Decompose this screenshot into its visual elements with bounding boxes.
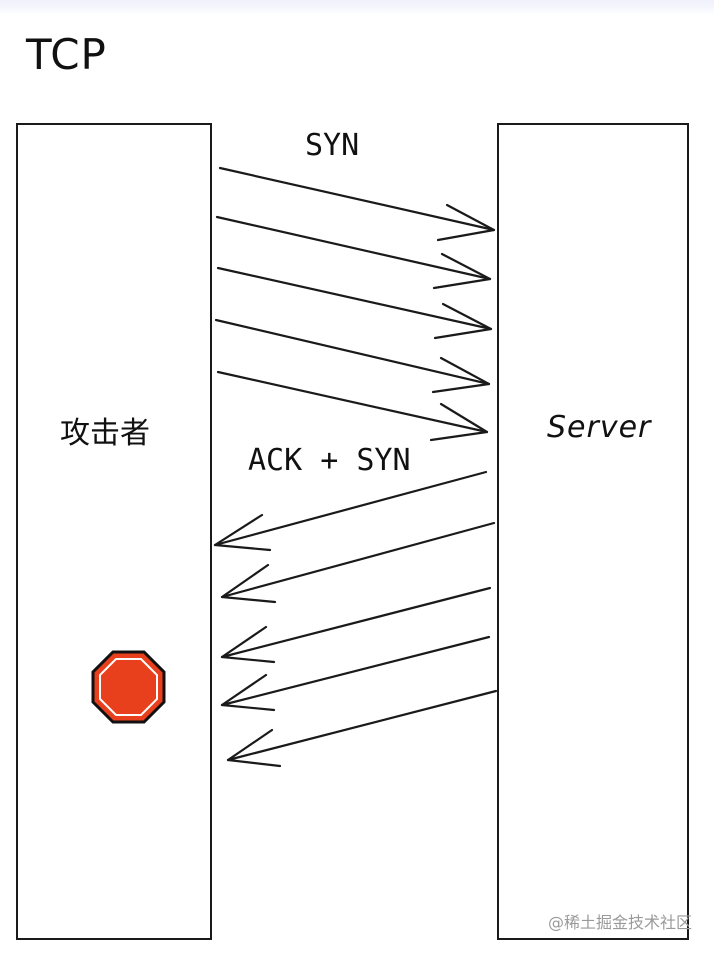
ack-syn-arrow-2 (220, 521, 496, 604)
syn-arrow-1 (218, 166, 496, 242)
ack-syn-arrow-3 (220, 586, 492, 664)
syn-arrow-5 (216, 370, 489, 442)
syn-arrow-4 (214, 318, 491, 394)
attacker-box (16, 123, 212, 940)
diagram-title: TCP (26, 30, 107, 79)
syn-arrow-2 (215, 215, 492, 290)
syn-arrow-3 (216, 266, 493, 340)
watermark-text: @稀土掘金技术社区 (547, 913, 692, 932)
ack-syn-arrow-4 (220, 635, 491, 712)
attacker-label: 攻击者 (60, 416, 150, 451)
server-box (497, 123, 689, 940)
ack-syn-arrow-5 (226, 689, 498, 768)
ack-syn-label: ACK + SYN (248, 443, 411, 478)
syn-label: SYN (305, 128, 360, 163)
stop-sign-icon (91, 650, 166, 724)
ack-syn-arrow-1 (213, 470, 488, 552)
server-label: Server (547, 410, 652, 445)
top-blur (0, 0, 714, 16)
